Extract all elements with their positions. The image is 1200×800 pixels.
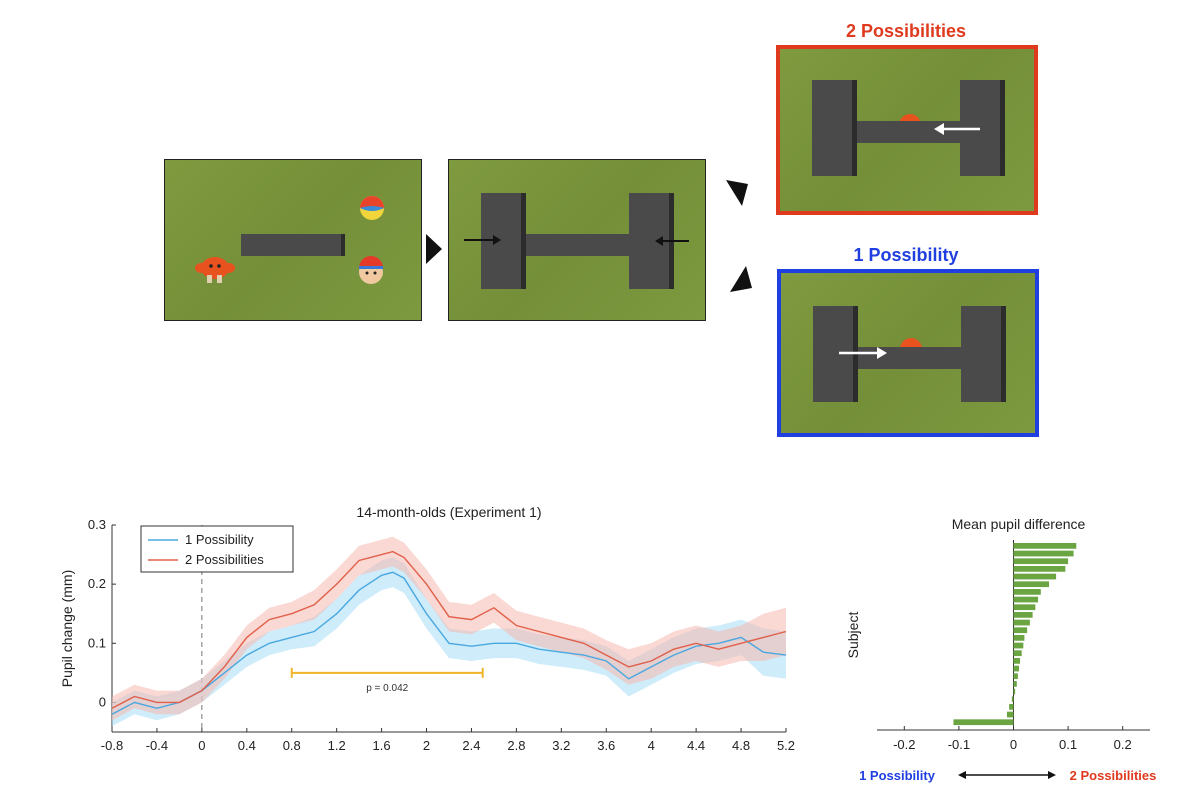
series-ci-band	[112, 557, 786, 727]
subject-bar	[1013, 642, 1024, 649]
arrow-left-icon	[934, 123, 980, 135]
chart-title: 14-month-olds (Experiment 1)	[356, 504, 541, 520]
bar-chart-title: Mean pupil difference	[952, 516, 1086, 532]
label-two-possibilities: 2 Possibilities	[845, 21, 967, 41]
direction-label-right: 2 Possibilities	[1070, 768, 1157, 783]
subject-bar	[1013, 543, 1077, 549]
subject-bar	[1013, 604, 1036, 611]
subject-bar	[1013, 589, 1041, 595]
direction-label-left: 1 Possibility	[859, 768, 936, 783]
triangle-pointer-icon	[730, 266, 752, 292]
subject-bar	[1011, 696, 1014, 703]
triangle-pointer-icon	[726, 180, 748, 206]
significance-label: p = 0.042	[366, 683, 408, 694]
x-tick-label: 5.2	[777, 738, 795, 753]
subject-bar	[1013, 566, 1066, 572]
subject-bar	[1013, 627, 1028, 634]
subject-bar	[1013, 650, 1022, 657]
beach-ball-icon	[360, 196, 384, 220]
right-occluder	[961, 306, 1006, 402]
bar-x-tick-label: 0	[1010, 737, 1017, 752]
x-tick-label: 2.8	[507, 738, 525, 753]
arrow-head-right-icon	[1048, 771, 1056, 779]
subject-bar	[1013, 619, 1030, 626]
arrow-right-icon	[839, 347, 887, 359]
x-tick-label: 4.8	[732, 738, 750, 753]
subject-bar	[1013, 596, 1039, 603]
x-tick-label: 2.4	[462, 738, 480, 753]
arrow-right-icon	[464, 235, 501, 245]
subject-bar	[1013, 558, 1069, 565]
y-tick-label: 0	[99, 694, 106, 709]
bar-block	[857, 347, 961, 369]
subject-bar	[1013, 673, 1018, 680]
bar-x-tick-label: -0.2	[893, 737, 915, 752]
x-tick-label: -0.4	[146, 738, 168, 753]
x-tick-label: 1.6	[373, 738, 391, 753]
y-tick-label: 0.2	[88, 576, 106, 591]
legend-label: 1 Possibility	[185, 532, 254, 547]
scene-two-possibilities	[776, 45, 1038, 215]
charts-area: 14-month-olds (Experiment 1) Pupil change…	[59, 504, 1157, 783]
y-tick-label: 0.1	[88, 635, 106, 650]
x-tick-label: 3.6	[597, 738, 615, 753]
subject-bar	[1013, 581, 1049, 588]
label-one-possibility: 1 Possibility	[853, 245, 959, 265]
subject-bar	[1013, 635, 1025, 641]
legend-box	[140, 525, 294, 573]
subject-bar	[1013, 665, 1019, 672]
series-line	[111, 550, 787, 709]
x-tick-label: 0	[198, 738, 205, 753]
series-ci-band	[112, 536, 786, 721]
x-tick-label: 4.4	[687, 738, 705, 753]
x-tick-label: 0.4	[238, 738, 256, 753]
bar-x-tick-label: -0.1	[948, 737, 970, 752]
x-tick-label: 4	[648, 738, 655, 753]
x-tick-label: 0.8	[283, 738, 301, 753]
legend-label: 2 Possibilities	[185, 552, 264, 567]
scene-occluders-closing	[448, 159, 706, 321]
series-line	[111, 571, 787, 715]
center-block	[241, 234, 345, 256]
octopus-character-icon	[195, 257, 235, 283]
left-occluder	[812, 80, 857, 176]
subject-bar	[1013, 688, 1016, 695]
x-tick-label: 1.2	[328, 738, 346, 753]
subject-bar	[1013, 573, 1057, 580]
bar-block	[525, 234, 629, 256]
bar-y-axis-label: Subject	[845, 612, 861, 659]
bar-x-tick-label: 0.1	[1059, 737, 1077, 752]
triangle-pointer-icon	[426, 234, 442, 264]
x-tick-label: -0.8	[101, 738, 123, 753]
x-tick-label: 2	[423, 738, 430, 753]
x-tick-label: 3.2	[552, 738, 570, 753]
y-tick-label: 0.3	[88, 517, 106, 532]
cartoon-face-icon	[359, 256, 383, 284]
bar-x-tick-label: 0.2	[1114, 737, 1132, 752]
subject-bar	[1013, 658, 1021, 664]
subject-bar	[1013, 681, 1017, 687]
subject-bar	[1006, 711, 1014, 718]
y-axis-label: Pupil change (mm)	[59, 570, 75, 688]
arrow-head-left-icon	[958, 771, 966, 779]
subject-bar	[1013, 612, 1033, 618]
scene-familiarization	[164, 159, 422, 321]
subject-bar	[1009, 704, 1014, 710]
bar-block	[856, 121, 960, 143]
scene-one-possibility	[777, 269, 1039, 437]
arrow-left-icon	[655, 236, 689, 246]
subject-bar	[1013, 550, 1074, 557]
subject-bar	[953, 719, 1014, 726]
